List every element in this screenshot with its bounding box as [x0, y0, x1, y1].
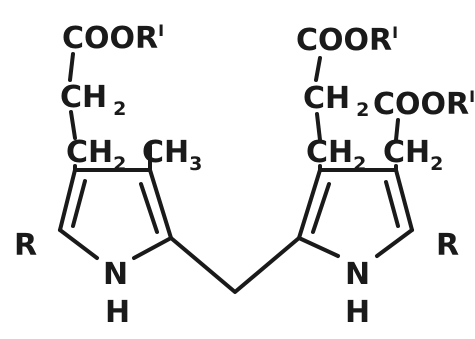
bond-left-c2-c3	[58, 168, 77, 232]
bond-mid-coor-ch2	[314, 56, 322, 82]
right-ch2-label: CH2	[383, 135, 443, 175]
methylene-bridge	[169, 236, 301, 294]
bond-right-coor-ch2	[394, 118, 400, 142]
left-side-chains	[68, 52, 152, 172]
left-h-label: H	[105, 295, 130, 330]
bond-left-c4-c5-double	[139, 182, 159, 234]
left-lower-ch2-label: CH2	[66, 135, 126, 175]
right-n-label: N	[345, 257, 370, 292]
right-r-label: R	[436, 228, 459, 263]
right-pyrrole-ring	[297, 168, 414, 258]
right-h-label: H	[345, 295, 370, 330]
left-r-label: R	[14, 228, 37, 263]
bond-right-c5-n	[375, 228, 414, 258]
right-coor-label: COORI	[373, 87, 475, 122]
left-coor-label: COORI	[62, 21, 164, 56]
bond-right-c2-c3-double	[311, 182, 331, 234]
bond-left-n-c2	[58, 228, 99, 260]
bond-right-n-c2	[297, 236, 340, 258]
left-n-label: N	[103, 257, 128, 292]
bond-left-coor-ch2	[68, 52, 75, 82]
left-pyrrole-ring	[58, 168, 173, 260]
right-side-chains	[314, 56, 400, 172]
bond-left-c2-c3-double	[71, 179, 87, 228]
bond-mid-ch2-ch2	[315, 112, 322, 142]
bond-right-c4-c5-double	[384, 180, 400, 228]
bond-left-c5-n	[132, 236, 173, 260]
methyl-label: CH3	[142, 135, 202, 175]
mid-lower-ch2-label: CH2	[306, 135, 366, 175]
bond-right-c4-c5	[394, 168, 414, 232]
bond-left-ch2-ch2	[69, 110, 77, 140]
mid-coor-label: COORI	[296, 23, 398, 58]
bond-right-c2-c3	[297, 168, 322, 240]
bond-left-c4-c5	[148, 168, 173, 240]
